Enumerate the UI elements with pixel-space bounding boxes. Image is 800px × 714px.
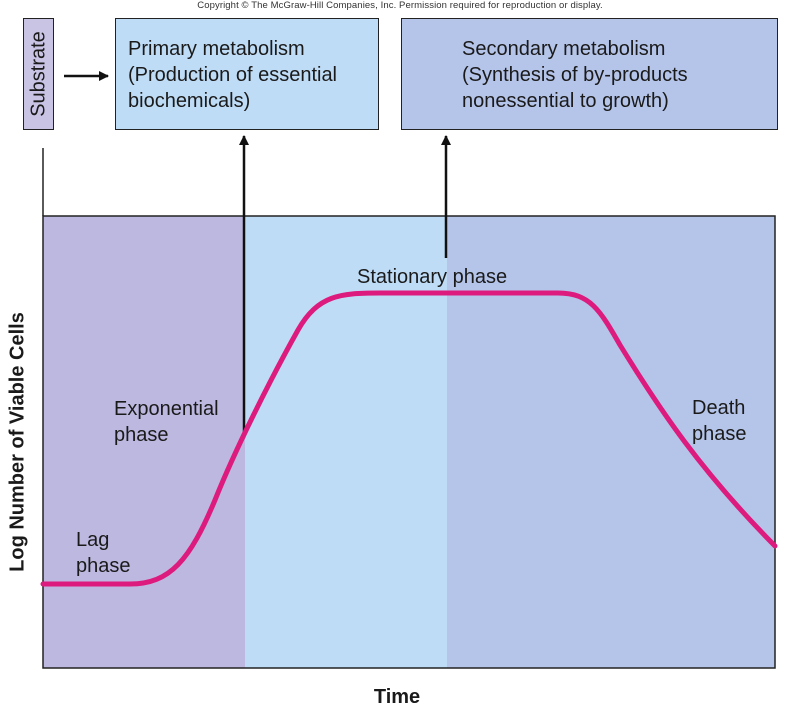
- y-axis-label: Log Number of Viable Cells: [6, 312, 29, 572]
- exponential-phase-label: Exponential phase: [114, 396, 219, 448]
- lag-phase-region: [43, 216, 245, 668]
- primary-metabolism-line-3: biochemicals): [128, 90, 251, 112]
- lag-phase-label-line-1: Lag: [76, 529, 110, 551]
- primary-metabolism-text: Primary metabolism (Production of essent…: [128, 36, 337, 114]
- exponential-phase-label-line-2: phase: [114, 424, 169, 446]
- primary-metabolism-line-2: (Production of essential: [128, 64, 338, 86]
- plot-frame: [42, 215, 776, 669]
- secondary-metabolism-box: Secondary metabolism (Synthesis of by-pr…: [401, 18, 778, 130]
- death-phase-label-line-2: phase: [692, 423, 747, 445]
- lag-phase-label: Lag phase: [76, 527, 131, 579]
- secondary-metabolism-line-2: (Synthesis of by-products: [462, 64, 688, 86]
- death-phase-label: Death phase: [692, 395, 747, 447]
- primary-metabolism-title: Primary metabolism: [128, 38, 305, 60]
- copyright-notice: Copyright © The McGraw-Hill Companies, I…: [197, 0, 603, 11]
- secondary-metabolism-text: Secondary metabolism (Synthesis of by-pr…: [462, 36, 688, 114]
- secondary-metabolism-title: Secondary metabolism: [462, 38, 666, 60]
- primary-metabolism-box: Primary metabolism (Production of essent…: [115, 18, 379, 130]
- x-axis-label: Time: [373, 686, 421, 708]
- secondary-metabolism-line-3: nonessential to growth): [462, 90, 669, 112]
- stationary-phase-label: Stationary phase: [357, 266, 508, 288]
- death-phase-label-line-1: Death: [692, 397, 746, 419]
- growth-curve: [40, 290, 778, 587]
- substrate-box: Substrate: [23, 18, 54, 130]
- lag-phase-label-line-2: phase: [76, 555, 131, 577]
- exponential-phase-label-line-1: Exponential: [114, 398, 219, 420]
